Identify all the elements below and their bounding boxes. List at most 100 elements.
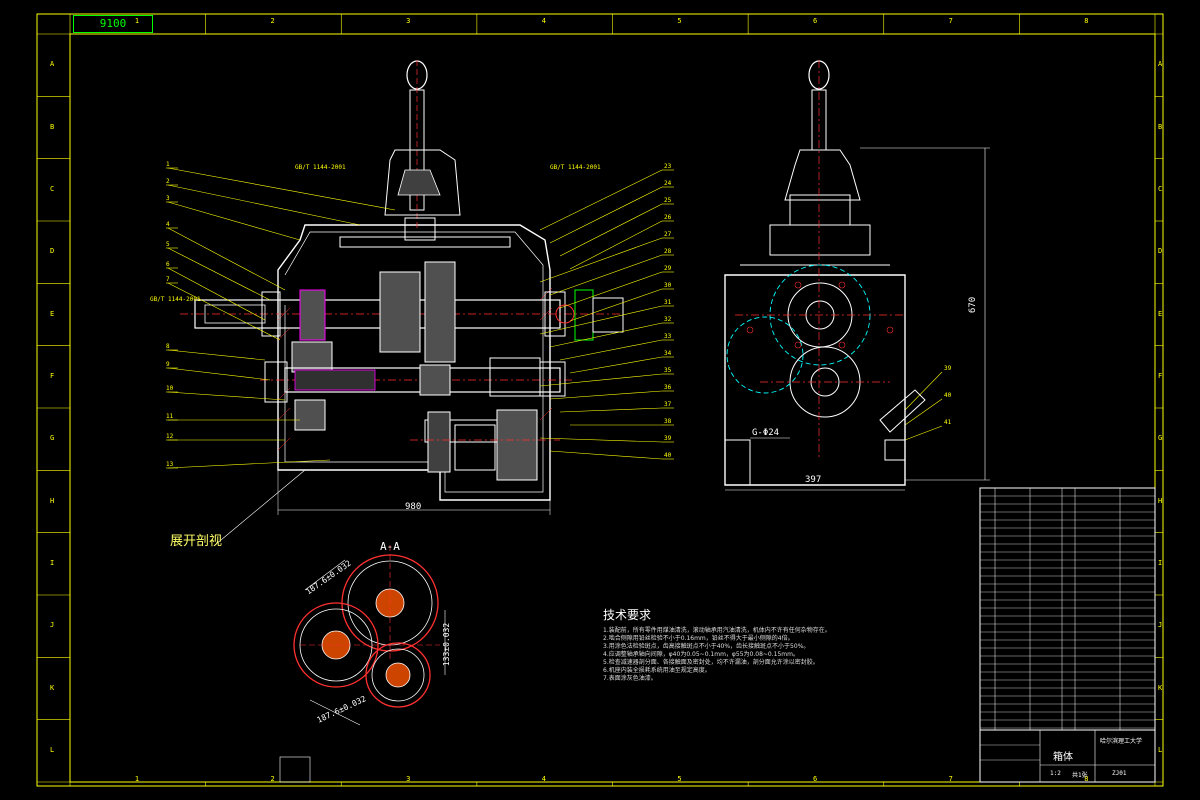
title-block-school: 哈尔滨理工大学 (1100, 738, 1143, 745)
part-number: 37 (664, 401, 672, 408)
col-label: 1 (134, 17, 140, 25)
row-label: J (1158, 621, 1163, 630)
title-block-name: 箱体 (1053, 752, 1073, 763)
part-number: 6 (166, 261, 170, 268)
part-number: 39 (944, 365, 952, 372)
part-number: 10 (166, 385, 174, 392)
part-number: 5 (166, 241, 170, 248)
row-label: D (50, 247, 55, 256)
col-label: 6 (812, 17, 818, 25)
section-a-a-view (293, 545, 446, 726)
col-label: 7 (948, 775, 953, 783)
col-label: 2 (270, 775, 275, 783)
part-number: 34 (664, 350, 672, 357)
part-number: 13 (166, 461, 174, 468)
col-label: 3 (406, 775, 411, 783)
part-number: 39 (664, 435, 672, 442)
tech-line: 5.检查减速器剖分面、各接触面及密封处，均不许漏油，剖分面允许涂以密封胶。 (603, 659, 819, 666)
fit-note-left: GB/T 1144-2001 (150, 296, 201, 303)
tech-lines: 1.装配前，所有零件用煤油清洗，滚动轴承用汽油清洗，机体内不许有任何杂物存在。2… (603, 627, 831, 683)
row-label: G (50, 434, 55, 443)
part-number: 9 (166, 361, 170, 368)
col-label: 3 (406, 17, 411, 25)
row-label: H (50, 496, 55, 505)
technical-requirements: 技术要求 1.装配前，所有零件用煤油清洗，滚动轴承用汽油清洗，机体内不许有任何杂… (603, 606, 831, 683)
row-label: L (50, 745, 55, 754)
part-number: 24 (664, 180, 672, 187)
title-block-sheet: 共1张 (1072, 772, 1088, 779)
section-label: A-A (380, 540, 400, 553)
col-label: 4 (541, 775, 546, 783)
col-label: 7 (948, 17, 953, 25)
row-label: D (1158, 247, 1163, 256)
part-number: 31 (664, 299, 672, 306)
fit-note-top-left: GB/T 1144-2001 (295, 164, 346, 171)
tech-line: 4.应调整轴承轴向间隙，φ40为0.05~0.1mm，φ55为0.08~0.15… (603, 651, 799, 658)
tech-line: 1.装配前，所有零件用煤油清洗，滚动轴承用汽油清洗，机体内不许有任何杂物存在。 (603, 627, 831, 634)
fit-note-top-right: GB/T 1144-2001 (550, 164, 601, 171)
row-label: J (50, 621, 55, 630)
col-label: 5 (677, 17, 682, 25)
col-label: 2 (270, 17, 275, 25)
tech-title: 技术要求 (603, 608, 652, 622)
drawing-stamp: 9100 (73, 15, 153, 33)
outer-border (36, 13, 1164, 787)
dim-section-3: 133±0.032 (442, 622, 452, 667)
part-number: 32 (664, 316, 672, 323)
parts-list (979, 487, 1156, 783)
part-number: 3 (166, 195, 170, 202)
row-label: F (50, 371, 55, 380)
part-number: 36 (664, 384, 672, 391)
part-number: 29 (664, 265, 672, 272)
col-label: 4 (541, 17, 546, 25)
row-label: H (1158, 496, 1163, 505)
part-number: 12 (166, 433, 174, 440)
dim-center-note: G-Φ24 (752, 428, 780, 438)
title-block-drawing-no: ZJ01 (1112, 770, 1127, 777)
col-label: 1 (134, 775, 140, 783)
side-view (724, 60, 990, 491)
view-label: 展开剖视 (170, 534, 223, 549)
tech-line: 6.机座内装全损耗系统用油至规定高度。 (603, 667, 711, 674)
row-label: G (1158, 434, 1163, 443)
part-number: 40 (944, 392, 952, 399)
tech-line: 2.啮合侧隙用铅丝检验不小于0.16mm，铅丝不得大于最小侧隙的4倍。 (603, 635, 794, 642)
row-label: C (1158, 184, 1163, 193)
tech-line: 3.用涂色法检验斑点，齿高接触斑点不小于40%，齿长接触斑点不小于50%。 (603, 643, 810, 650)
row-label: B (50, 122, 55, 131)
row-label: E (50, 309, 55, 318)
part-number: 27 (664, 231, 672, 238)
part-number: 35 (664, 367, 672, 374)
part-number: 41 (944, 419, 952, 426)
row-label: L (1158, 745, 1163, 754)
row-label: A (1158, 60, 1163, 69)
part-number: 4 (166, 221, 170, 228)
part-number: 8 (166, 343, 170, 350)
part-number: 11 (166, 413, 174, 420)
part-number: 38 (664, 418, 672, 425)
part-number: 26 (664, 214, 672, 221)
row-label: A (50, 60, 55, 69)
part-number: 23 (664, 163, 672, 170)
part-number: 7 (166, 276, 170, 283)
row-label: C (50, 184, 55, 193)
row-label: F (1158, 371, 1163, 380)
row-label: I (50, 558, 55, 567)
dim-side-width: 397 (805, 475, 822, 485)
dim-side-height: 670 (968, 296, 979, 314)
col-label: 8 (1084, 775, 1089, 783)
tech-line: 7.表面涂灰色油漆。 (603, 675, 657, 682)
row-label: K (1158, 683, 1163, 692)
part-number: 30 (664, 282, 672, 289)
main-section-view (180, 60, 624, 546)
row-label: B (1158, 122, 1163, 131)
part-number: 1 (166, 161, 170, 168)
title-block (279, 729, 1156, 783)
title-block-scale: 1:2 (1050, 770, 1061, 777)
part-number: 40 (664, 452, 672, 459)
row-label: I (1158, 558, 1163, 567)
part-number: 33 (664, 333, 672, 340)
part-number: 2 (166, 178, 170, 185)
dim-main-width: 980 (405, 502, 422, 512)
